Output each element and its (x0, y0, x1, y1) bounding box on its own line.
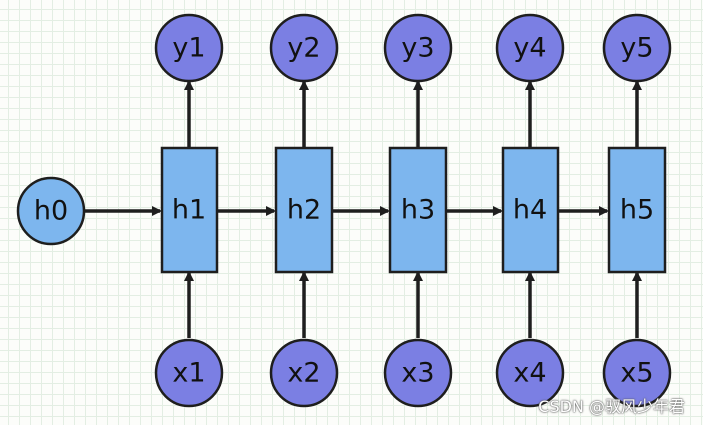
hidden-label-h4: h4 (513, 195, 547, 226)
input-label-x2: x2 (287, 358, 320, 389)
output-circle-y2 (269, 13, 339, 83)
hidden-box-h1 (160, 146, 219, 274)
output-label-y3: y3 (401, 33, 434, 64)
input-circle-x5 (602, 338, 672, 408)
input-label-x3: x3 (401, 358, 434, 389)
output-label-y1: y1 (172, 33, 205, 64)
hidden-box-h5 (607, 146, 667, 274)
input-circle-x3 (383, 338, 453, 408)
hidden-label-h5: h5 (620, 195, 654, 226)
input-circle-x1 (154, 338, 224, 408)
input-label-x1: x1 (172, 358, 205, 389)
initial-state-circle (16, 176, 86, 246)
output-circle-y3 (383, 13, 453, 83)
hidden-label-h3: h3 (401, 195, 435, 226)
input-circle-x2 (269, 338, 339, 408)
initial-state-label: h0 (34, 196, 68, 227)
hidden-label-h1: h1 (172, 195, 206, 226)
time-step-5: h5 y5 x5 (602, 13, 672, 408)
input-label-x4: x4 (513, 358, 546, 389)
hidden-box-h3 (388, 146, 448, 274)
hidden-label-h2: h2 (287, 195, 321, 226)
output-circle-y1 (154, 13, 224, 83)
output-circle-y5 (602, 13, 672, 83)
watermark-text: CSDN @驭风少年君 (538, 397, 685, 416)
input-circle-x4 (495, 338, 565, 408)
input-label-x5: x5 (620, 358, 653, 389)
initial-state-node: h0 (16, 176, 86, 246)
output-circle-y4 (495, 13, 565, 83)
output-label-y2: y2 (287, 33, 320, 64)
output-label-y4: y4 (513, 33, 546, 64)
time-step-4: h4 y4 x4 (495, 13, 565, 408)
time-step-3: h3 y3 x3 (383, 13, 453, 408)
hidden-box-h2 (274, 146, 334, 274)
time-step-2: h2 y2 x2 (269, 13, 339, 408)
time-step-1: h1 y1 x1 (154, 13, 224, 408)
hidden-box-h4 (501, 146, 560, 274)
output-label-y5: y5 (620, 33, 653, 64)
